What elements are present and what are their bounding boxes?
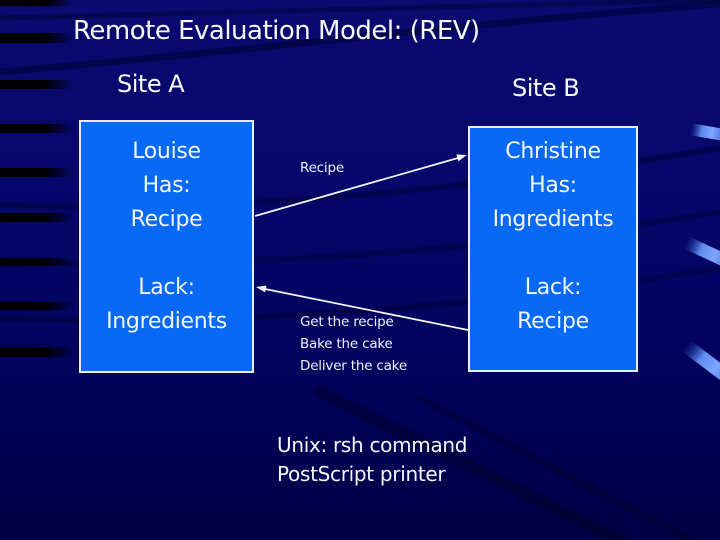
site-a-heading: Site A xyxy=(117,70,185,98)
delivery-step-line: Get the recipe xyxy=(300,314,394,330)
site-b-heading: Site B xyxy=(512,74,580,102)
site-a-lack-label: Lack: xyxy=(138,275,195,300)
delivery-step-line: Deliver the cake xyxy=(300,358,407,374)
left-edge-bars xyxy=(0,0,74,357)
delivery-steps-label: Get the recipe Bake the cake Deliver the… xyxy=(300,311,407,377)
site-a-has-value: Recipe xyxy=(130,207,203,232)
site-b-has-label: Has: xyxy=(529,173,577,198)
site-b-lack-group: Lack: Recipe xyxy=(470,271,636,339)
footer-line: PostScript printer xyxy=(277,462,446,486)
recipe-arrow-label: Recipe xyxy=(300,160,344,176)
site-a-has-label: Has: xyxy=(142,173,191,198)
right-edge-ribbons xyxy=(681,123,720,387)
footer-line: Unix: rsh command xyxy=(277,433,468,457)
site-b-lack-value: Recipe xyxy=(517,309,589,334)
slide-title: Remote Evaluation Model: (REV) xyxy=(73,16,480,46)
footer-note: Unix: rsh command PostScript printer xyxy=(277,431,468,489)
delivery-arrow-icon xyxy=(256,285,469,331)
site-b-lack-label: Lack: xyxy=(524,275,582,300)
site-b-person: Christine xyxy=(505,139,601,164)
site-b-has-group: Christine Has: Ingredients xyxy=(470,135,636,237)
site-a-lack-group: Lack: Ingredients xyxy=(81,271,252,339)
site-b-has-value: Ingredients xyxy=(492,207,614,232)
site-a-person: Louise xyxy=(132,139,201,164)
site-a-box: Louise Has: Recipe Lack: Ingredients xyxy=(79,120,254,373)
recipe-arrow-icon xyxy=(254,154,467,217)
delivery-step-line: Bake the cake xyxy=(300,336,393,352)
site-a-has-group: Louise Has: Recipe xyxy=(81,135,252,237)
site-a-lack-value: Ingredients xyxy=(106,309,227,334)
site-b-box: Christine Has: Ingredients Lack: Recipe xyxy=(468,126,638,372)
